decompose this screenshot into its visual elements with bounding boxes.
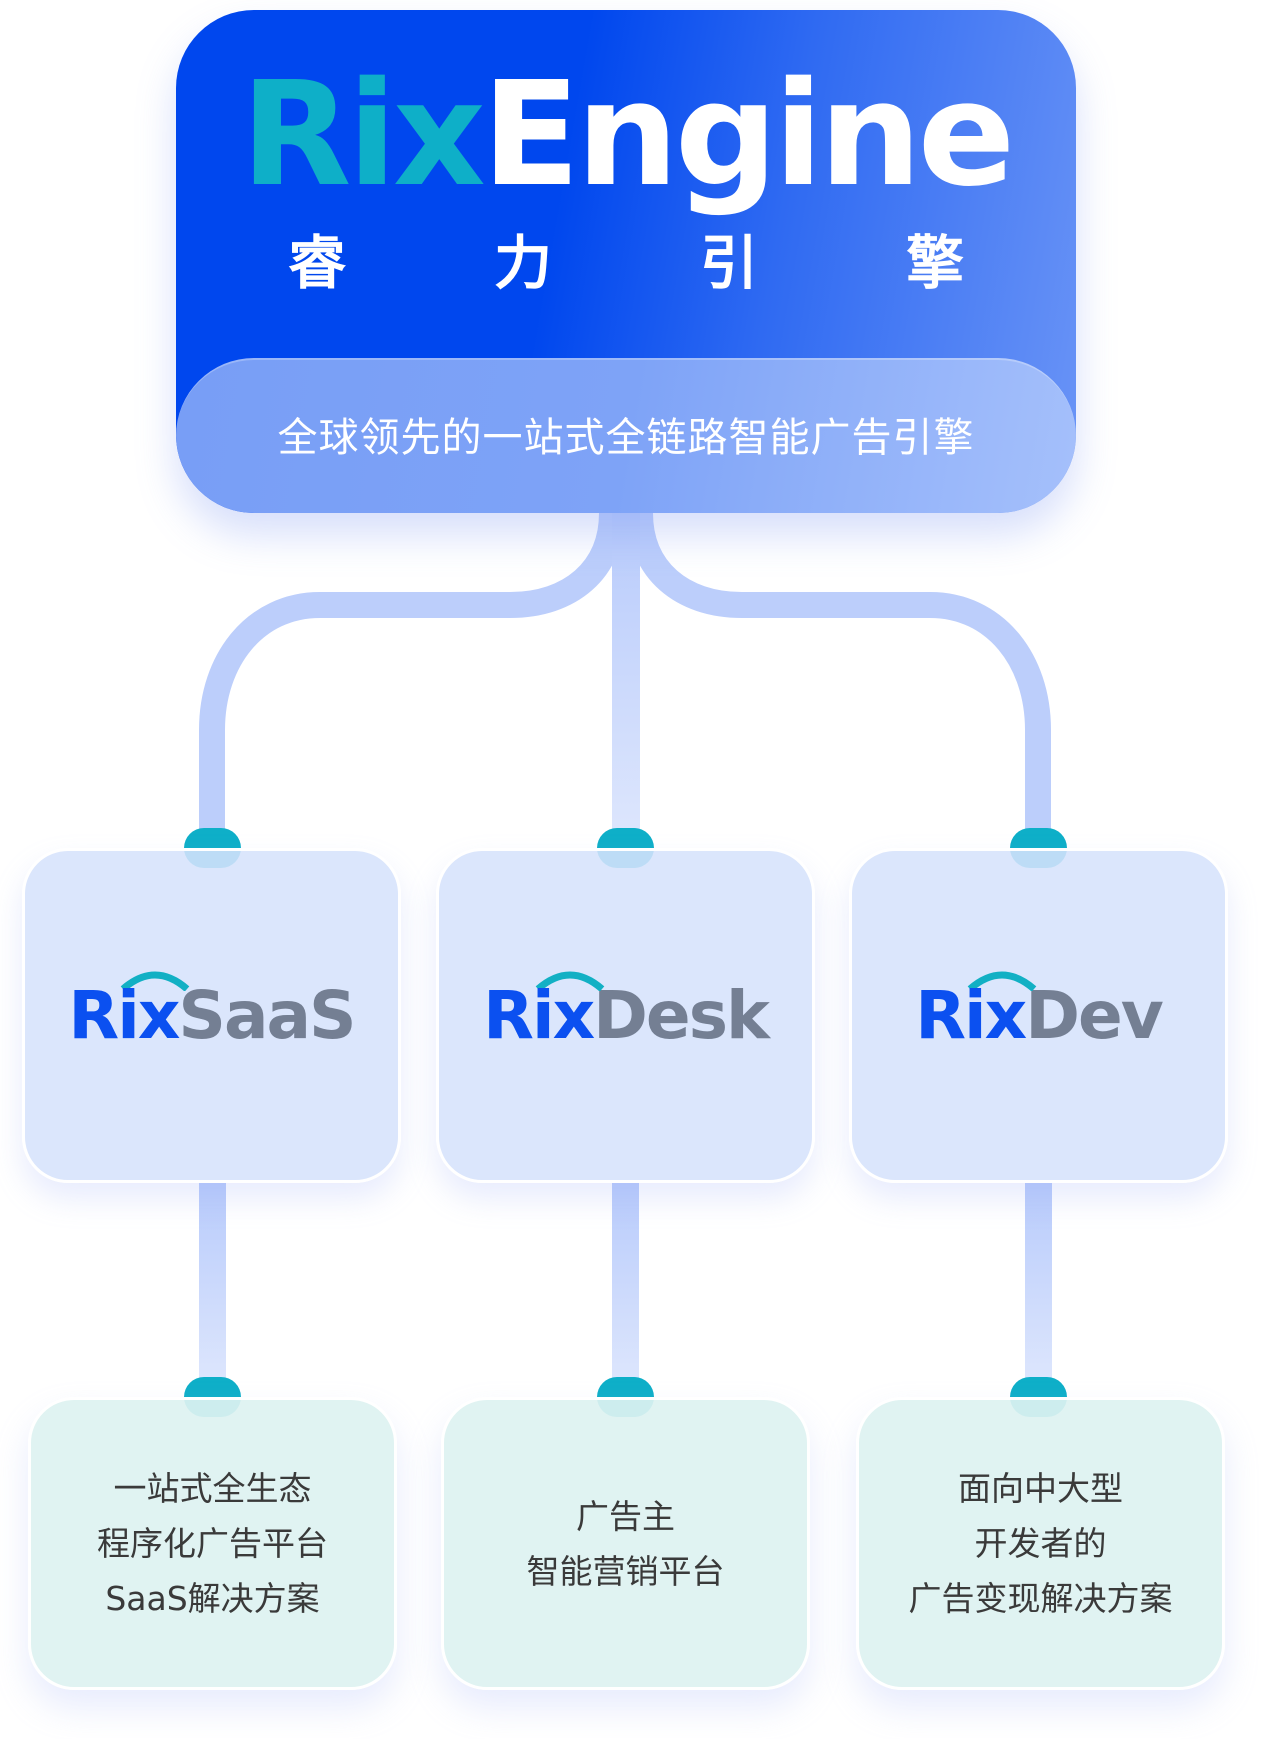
logo-prefix: Rix <box>915 976 1027 1054</box>
desc-card-rixdev: 面向中大型 开发者的 广告变现解决方案 <box>856 1397 1225 1690</box>
product-card-rixdesk[interactable]: RixDesk <box>436 848 815 1183</box>
brand-cn-char: 睿 <box>288 229 347 297</box>
desc-card-rixdesk: 广告主 智能营销平台 <box>441 1397 810 1690</box>
connector-lower-left <box>199 1183 226 1383</box>
rixdev-logo: RixDev <box>915 971 1164 1049</box>
logo-arc-icon <box>967 971 1037 991</box>
connector-lower-right <box>1025 1183 1052 1383</box>
logo-arc-icon <box>121 971 190 991</box>
desc-line: 广告主 <box>576 1496 675 1536</box>
logo-prefix: Rix <box>68 976 180 1054</box>
desc-line: SaaS解决方案 <box>105 1579 320 1618</box>
brand-prefix: Rix <box>240 50 486 218</box>
desc-line: 开发者的 <box>974 1524 1107 1563</box>
brand-cn-char: 引 <box>699 229 758 297</box>
logo-suffix: SaaS <box>178 976 356 1054</box>
brand-cn-char: 力 <box>493 229 552 297</box>
desc-line: 程序化广告平台 <box>97 1524 328 1563</box>
logo-suffix: Dev <box>1025 976 1164 1054</box>
brand-chinese-name: 睿 力 引 擎 <box>288 234 964 292</box>
brand-cn-char: 擎 <box>905 229 964 297</box>
logo-prefix: Rix <box>483 976 595 1054</box>
desc-line: 智能营销平台 <box>526 1551 725 1591</box>
tagline-band: 全球领先的一站式全链路智能广告引擎 <box>176 358 1076 513</box>
connector-right <box>627 512 1051 835</box>
brand-suffix: Engine <box>481 50 1015 218</box>
connector-center <box>612 513 640 835</box>
rixengine-logo: RixEngine <box>176 62 1076 206</box>
logo-arc-icon <box>535 971 605 991</box>
product-card-rixdev[interactable]: RixDev <box>849 848 1228 1183</box>
logo-suffix: Desk <box>593 976 770 1054</box>
rixengine-card: RixEngine 睿 力 引 擎 全球领先的一站式全链路智能广告引擎 <box>176 10 1076 513</box>
desc-line: 面向中大型 <box>958 1469 1123 1508</box>
rixdesk-logo: RixDesk <box>483 971 770 1049</box>
tagline: 全球领先的一站式全链路智能广告引擎 <box>277 414 975 461</box>
product-card-rixsaas[interactable]: RixSaaS <box>22 848 401 1183</box>
connector-left <box>199 512 625 835</box>
desc-line: 一站式全生态 <box>113 1469 312 1508</box>
desc-card-rixsaas: 一站式全生态 程序化广告平台 SaaS解决方案 <box>28 1397 397 1690</box>
connector-lower-center <box>612 1183 639 1383</box>
rixsaas-logo: RixSaaS <box>68 971 357 1049</box>
desc-line: 广告变现解决方案 <box>908 1579 1173 1618</box>
